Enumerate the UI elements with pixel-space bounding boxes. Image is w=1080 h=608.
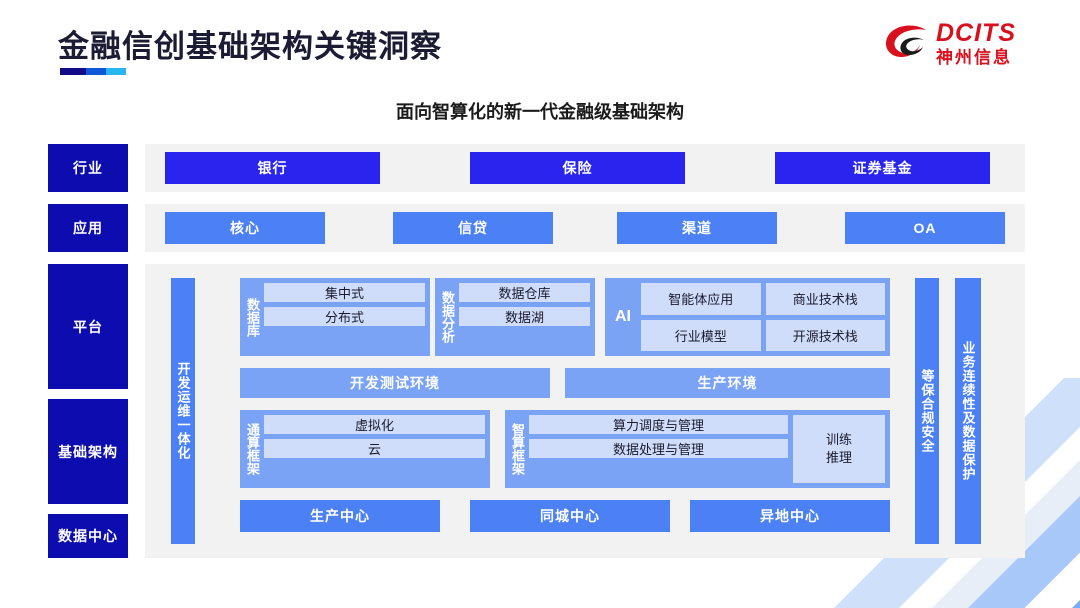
industry-item-bank[interactable]: 银行 xyxy=(165,152,380,184)
cell-virtualization[interactable]: 虚拟化 xyxy=(264,415,485,434)
dcits-swirl-icon xyxy=(885,25,926,57)
group-ai[interactable]: AI 智能体应用 商业技术栈 行业模型 开源技术栈 xyxy=(605,278,890,356)
group-ai-title: AI xyxy=(615,308,631,325)
datacenter-remote[interactable]: 异地中心 xyxy=(690,500,890,532)
cell-data-lake[interactable]: 数据湖 xyxy=(459,307,590,326)
industry-item-insurance[interactable]: 保险 xyxy=(470,152,685,184)
vertical-bar-devops-label: 开发运维一体化 xyxy=(175,362,191,460)
environment-dev-test[interactable]: 开发测试环境 xyxy=(240,368,550,398)
vertical-bar-business-continuity[interactable]: 业务连续性及数据保护 xyxy=(955,278,981,544)
page-header: 金融信创基础架构关键洞察 DCITS 神州信息 xyxy=(0,0,1080,92)
company-logo: DCITS 神州信息 xyxy=(884,20,1044,76)
vertical-bar-devops[interactable]: 开发运维一体化 xyxy=(171,278,195,544)
datacenter-same-city[interactable]: 同城中心 xyxy=(470,500,670,532)
accent-segment-blue xyxy=(86,68,106,75)
group-database-title-wrap: 数据库 xyxy=(245,283,260,351)
application-item-credit[interactable]: 信贷 xyxy=(393,212,553,244)
logo-name-en: DCITS xyxy=(936,19,1016,47)
vertical-bar-compliance-security[interactable]: 等保合规安全 xyxy=(915,278,939,544)
layer-label-platform: 平台 xyxy=(48,264,128,389)
group-ai-title-wrap: AI xyxy=(610,283,636,351)
group-general-framework-cells: 虚拟化 云 xyxy=(264,415,485,483)
group-ai-cells: 智能体应用 商业技术栈 行业模型 开源技术栈 xyxy=(641,283,885,351)
group-data-analysis-title: 数据分析 xyxy=(440,291,455,343)
group-database-cells: 集中式 分布式 xyxy=(264,283,425,351)
cell-distributed[interactable]: 分布式 xyxy=(264,307,425,326)
group-data-analysis-cells: 数据仓库 数据湖 xyxy=(459,283,590,351)
layer-label-application: 应用 xyxy=(48,204,128,252)
cell-commercial-stack[interactable]: 商业技术栈 xyxy=(765,283,885,315)
layer-label-industry: 行业 xyxy=(48,144,128,192)
accent-segment-cyan xyxy=(106,68,126,75)
group-intelligent-computing-framework[interactable]: 智算框架 算力调度与管理 数据处理与管理 训练 推理 xyxy=(505,410,890,488)
cell-agent-application[interactable]: 智能体应用 xyxy=(641,283,761,315)
environment-production[interactable]: 生产环境 xyxy=(565,368,890,398)
group-database-title: 数据库 xyxy=(245,297,260,337)
group-general-framework-title: 通算框架 xyxy=(245,423,260,475)
group-intelligent-framework-cells: 算力调度与管理 数据处理与管理 训练 推理 xyxy=(529,415,885,483)
application-item-channel[interactable]: 渠道 xyxy=(617,212,777,244)
platform-infrastructure-panel: 开发运维一体化 等保合规安全 业务连续性及数据保护 数据库 集中式 分布式 数据… xyxy=(145,264,1025,558)
group-general-framework-title-wrap: 通算框架 xyxy=(245,415,260,483)
group-intelligent-framework-title: 智算框架 xyxy=(510,423,525,475)
group-general-computing-framework[interactable]: 通算框架 虚拟化 云 xyxy=(240,410,490,488)
logo-name-cn: 神州信息 xyxy=(936,48,1012,67)
architecture-diagram: 行业 应用 平台 基础架构 数据中心 银行 保险 证券基金 核心 信贷 渠道 O… xyxy=(0,140,1080,570)
layer-label-datacenter: 数据中心 xyxy=(48,514,128,558)
application-item-core[interactable]: 核心 xyxy=(165,212,325,244)
group-database[interactable]: 数据库 集中式 分布式 xyxy=(240,278,430,356)
cell-compute-scheduling[interactable]: 算力调度与管理 xyxy=(529,415,788,434)
industry-item-securities-fund[interactable]: 证券基金 xyxy=(775,152,990,184)
group-data-analysis[interactable]: 数据分析 数据仓库 数据湖 xyxy=(435,278,595,356)
intelligent-framework-stack: 算力调度与管理 数据处理与管理 xyxy=(529,415,788,483)
title-underline-accent xyxy=(60,68,126,75)
vertical-bar-compliance-label: 等保合规安全 xyxy=(919,369,935,453)
diagram-subtitle: 面向智算化的新一代金融级基础架构 xyxy=(396,102,684,122)
application-layer-panel: 核心 信贷 渠道 OA xyxy=(145,204,1025,252)
application-item-oa[interactable]: OA xyxy=(845,212,1005,244)
group-intelligent-framework-title-wrap: 智算框架 xyxy=(510,415,525,483)
cell-data-warehouse[interactable]: 数据仓库 xyxy=(459,283,590,302)
logo-text: DCITS 神州信息 xyxy=(936,20,1016,69)
group-data-analysis-title-wrap: 数据分析 xyxy=(440,283,455,351)
datacenter-production[interactable]: 生产中心 xyxy=(240,500,440,532)
cell-cloud[interactable]: 云 xyxy=(264,439,485,458)
cell-data-processing[interactable]: 数据处理与管理 xyxy=(529,439,788,458)
cell-open-source-stack[interactable]: 开源技术栈 xyxy=(765,319,885,351)
page-title: 金融信创基础架构关键洞察 xyxy=(58,29,442,64)
vertical-bar-continuity-label: 业务连续性及数据保护 xyxy=(960,341,976,481)
cell-industry-model[interactable]: 行业模型 xyxy=(641,319,761,351)
accent-segment-navy xyxy=(60,68,86,75)
cell-centralized[interactable]: 集中式 xyxy=(264,283,425,302)
industry-layer-panel: 银行 保险 证券基金 xyxy=(145,144,1025,192)
layer-label-infrastructure: 基础架构 xyxy=(48,399,128,504)
cell-training-inference[interactable]: 训练 推理 xyxy=(793,415,885,483)
